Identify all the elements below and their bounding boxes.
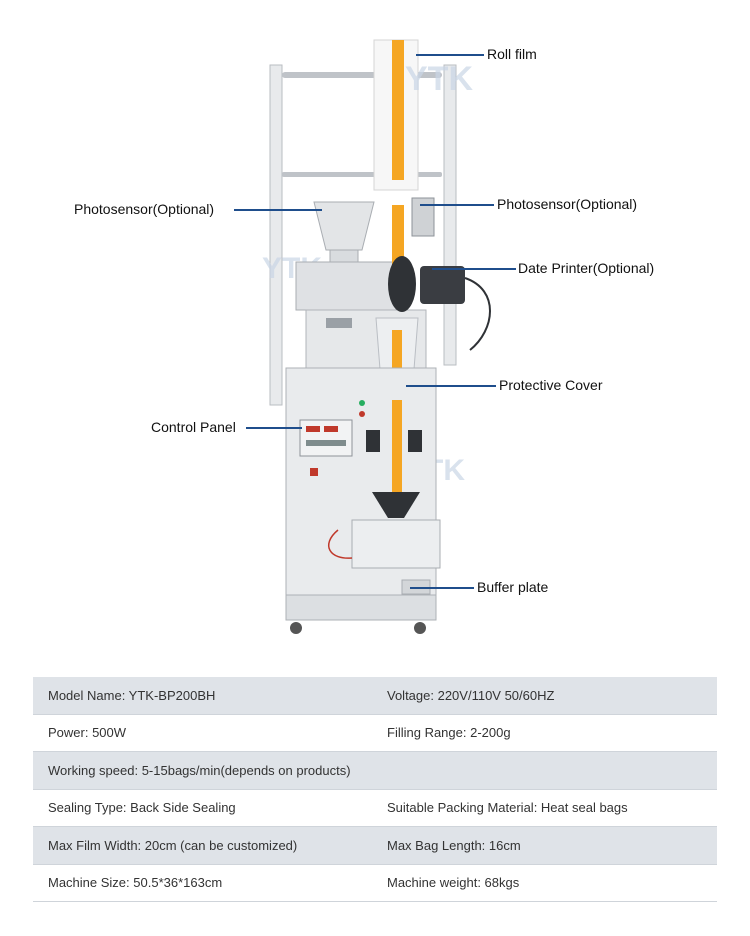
spec-machine-size: Machine Size: 50.5*36*163cm bbox=[33, 864, 372, 902]
machine-illustration: YTK YTK YTK bbox=[74, 39, 655, 634]
label-roll-film: Roll film bbox=[487, 46, 537, 62]
leader-date-printer bbox=[432, 268, 516, 270]
spec-row: Working speed: 5-15bags/min(depends on p… bbox=[33, 751, 717, 789]
spec-row: Max Film Width: 20cm (can be customized)… bbox=[33, 826, 717, 864]
watermark-top: YTK bbox=[405, 60, 473, 98]
spec-voltage: Voltage: 220V/110V 50/60HZ bbox=[372, 677, 717, 714]
leader-photosensor-left bbox=[234, 209, 322, 211]
spec-working-speed: Working speed: 5-15bags/min(depends on p… bbox=[33, 751, 717, 789]
spec-sealing-type: Sealing Type: Back Side Sealing bbox=[33, 789, 372, 827]
spec-model-name: Model Name: YTK-BP200BH bbox=[33, 677, 372, 714]
label-photosensor-right: Photosensor(Optional) bbox=[497, 196, 638, 212]
label-date-printer: Date Printer(Optional) bbox=[518, 260, 655, 276]
leader-control-panel bbox=[246, 427, 302, 429]
leader-photosensor-right bbox=[420, 204, 494, 206]
spec-max-film-width: Max Film Width: 20cm (can be customized) bbox=[33, 826, 372, 864]
packing-machine-image: YTK YTK YTK bbox=[262, 39, 491, 634]
spec-max-bag-length: Max Bag Length: 16cm bbox=[372, 826, 717, 864]
spec-machine-weight: Machine weight: 68kgs bbox=[372, 864, 717, 902]
spec-power: Power: 500W bbox=[33, 714, 372, 752]
leader-protective-cover bbox=[406, 385, 496, 387]
label-protective-cover: Protective Cover bbox=[499, 377, 603, 393]
leader-buffer-plate bbox=[410, 587, 474, 589]
spec-table: Model Name: YTK-BP200BH Voltage: 220V/11… bbox=[33, 677, 717, 902]
label-photosensor-left: Photosensor(Optional) bbox=[74, 201, 215, 217]
label-buffer-plate: Buffer plate bbox=[477, 579, 549, 595]
spec-row: Model Name: YTK-BP200BH Voltage: 220V/11… bbox=[33, 677, 717, 714]
spec-row: Machine Size: 50.5*36*163cm Machine weig… bbox=[33, 864, 717, 902]
spec-packing-material: Suitable Packing Material: Heat seal bag… bbox=[372, 789, 717, 827]
label-control-panel: Control Panel bbox=[151, 419, 236, 435]
spec-row: Sealing Type: Back Side Sealing Suitable… bbox=[33, 789, 717, 827]
leader-roll-film bbox=[416, 54, 484, 56]
spec-row: Power: 500W Filling Range: 2-200g bbox=[33, 714, 717, 752]
spec-filling-range: Filling Range: 2-200g bbox=[372, 714, 717, 752]
